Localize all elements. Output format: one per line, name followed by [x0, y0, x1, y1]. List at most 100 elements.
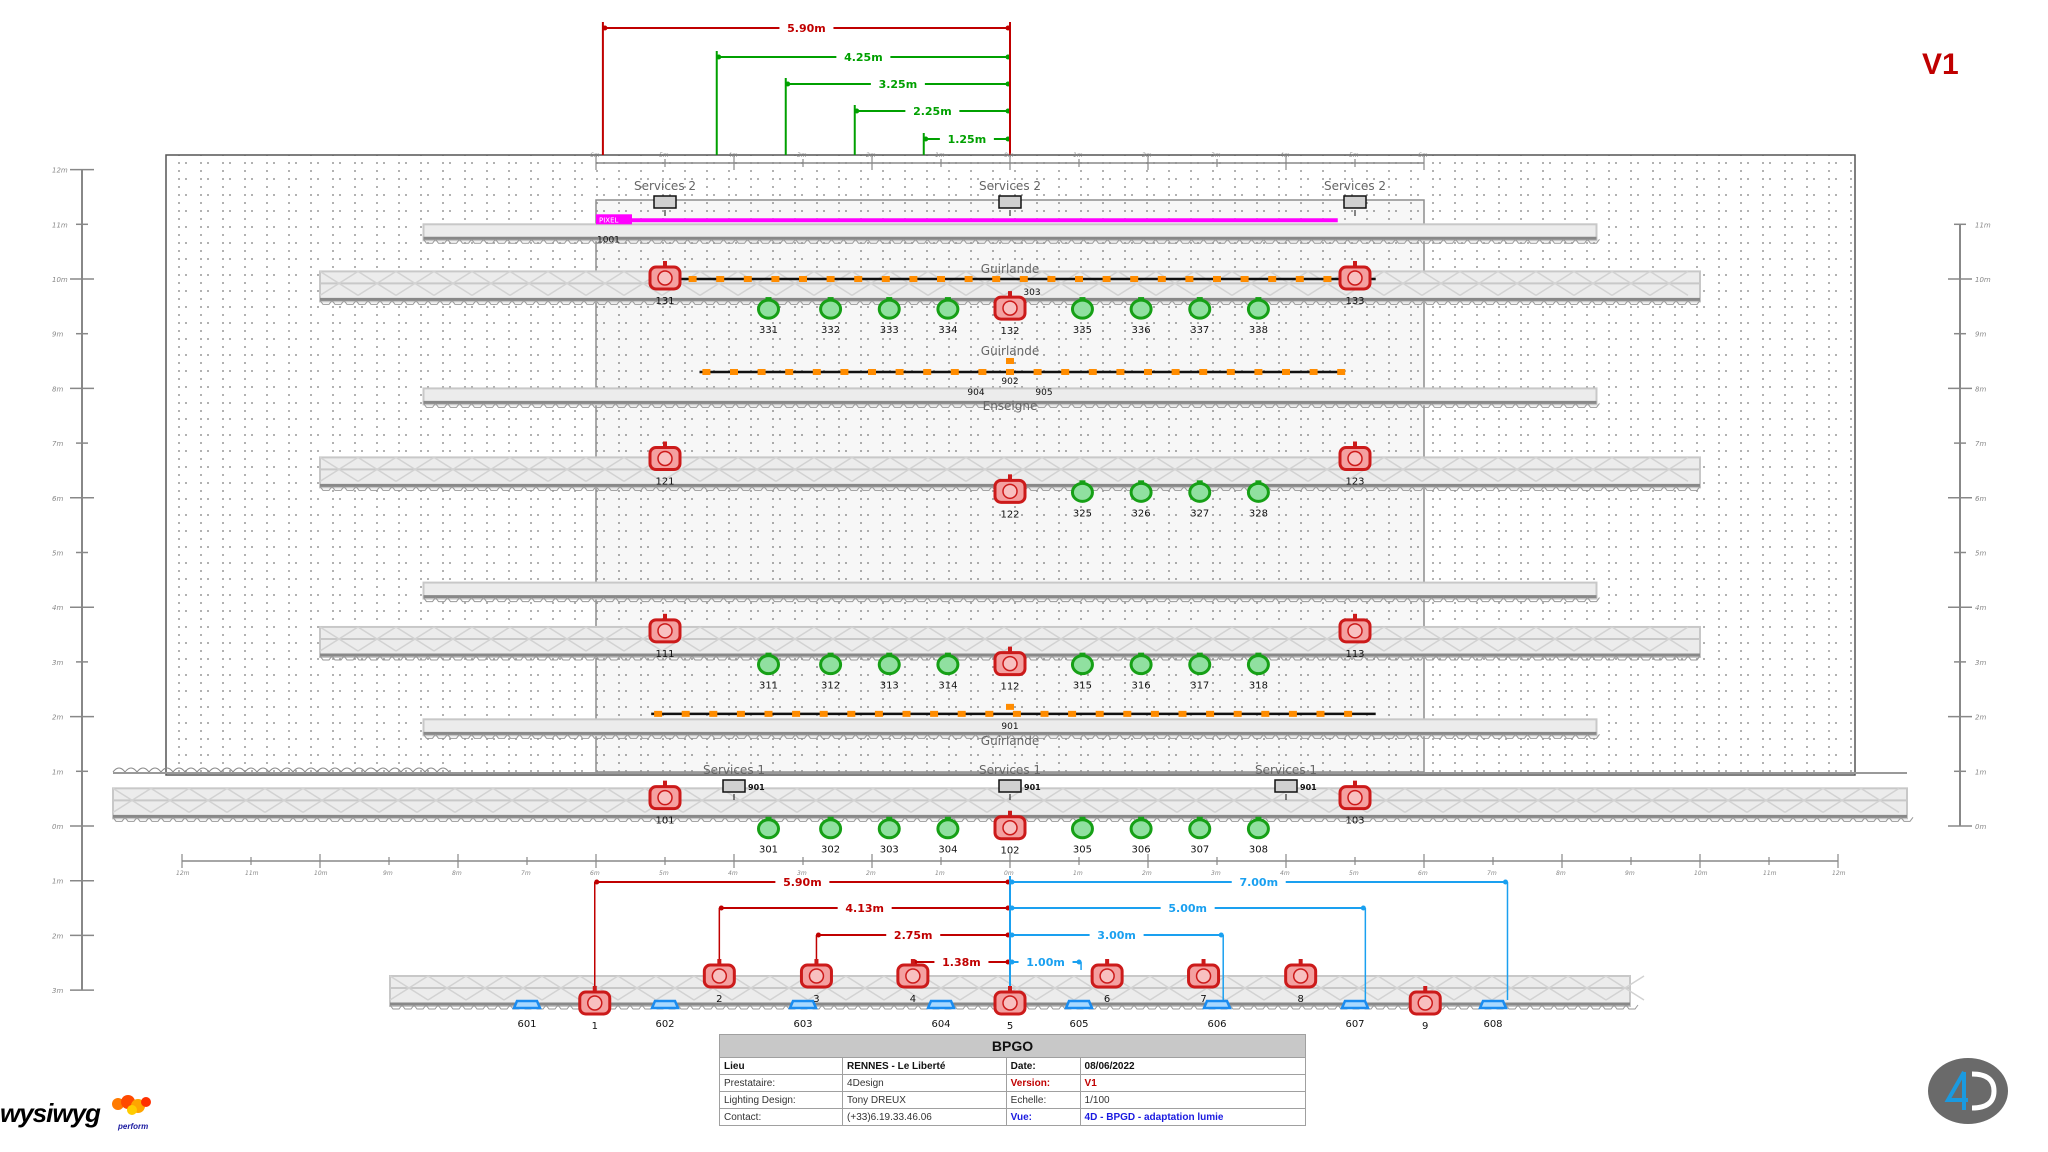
spot-fixture: [993, 810, 1027, 841]
fixture-id: 4: [910, 994, 916, 1005]
fixture-yoke: [663, 261, 667, 267]
fixture-lens: [1002, 300, 1018, 316]
dim-arrow: [815, 932, 821, 938]
fixture-id: 307: [1190, 845, 1209, 856]
pixel-bar-tag: PIXEL: [599, 216, 619, 224]
bottom-axis-label: 12m: [1832, 870, 1846, 877]
fixture-body: [1070, 481, 1094, 503]
fixture-body: [936, 654, 960, 676]
fixture-id: 311: [759, 681, 778, 692]
bottom-axis-label: 2m: [1142, 870, 1152, 877]
4d-logo-badge: [1928, 1058, 2008, 1124]
wash-fixture: [1070, 652, 1094, 676]
right-axis-label: 7m: [1975, 440, 1986, 448]
fixture-lens: [1002, 995, 1018, 1011]
blinder-fixture: [1478, 999, 1508, 1010]
value-echelle: 1/100: [1079, 1091, 1307, 1109]
label-prestataire: Prestataire:: [718, 1074, 844, 1092]
label-echelle: Echelle:: [1005, 1091, 1081, 1109]
garland-lamp: [874, 710, 883, 717]
fixture-id: 305: [1073, 845, 1092, 856]
fixture-id: 9: [1422, 1021, 1428, 1032]
blinder-fixture: [788, 999, 818, 1010]
fixture-yoke: [1353, 613, 1357, 620]
bottom-axis-label: 4m: [728, 870, 738, 877]
left-axis-label: 3m: [52, 659, 63, 667]
fixture-lens: [657, 623, 673, 639]
ground-drape: [112, 767, 450, 773]
truss-lacing: [319, 270, 1689, 297]
fixture-id: 123: [1345, 477, 1364, 488]
bottom-axis-label: 5m: [1349, 870, 1359, 877]
fixture-id: 605: [1069, 1019, 1088, 1030]
blinder-fixture: [1202, 999, 1232, 1010]
front-spot-fixture: [1090, 959, 1124, 989]
garland-lamp: [826, 276, 835, 282]
fixture-body: [757, 654, 780, 676]
left-axis-label: 8m: [52, 385, 63, 393]
garland-lamp: [688, 276, 697, 282]
fixture-lens: [657, 789, 673, 806]
truss-lacing: [319, 456, 1689, 483]
fixture-lens: [1347, 789, 1363, 806]
bottom-axis-label: 5m: [659, 870, 669, 877]
garland-lamp: [1316, 710, 1325, 717]
fixture-lens: [1195, 968, 1212, 984]
fixture-body: [512, 999, 542, 1010]
garland-lamp: [1178, 710, 1187, 717]
right-axis-label: 10m: [1975, 276, 1991, 284]
services-1-box: [1274, 779, 1298, 793]
garland-lamp: [1295, 276, 1304, 282]
4d-logo-icon: [1944, 1071, 1997, 1111]
left-axis-label: 3m: [52, 987, 63, 995]
left-axis-label: 1m: [52, 878, 63, 886]
fixture-id: 604: [931, 1019, 950, 1030]
truss-4m: [422, 581, 1600, 603]
fixture-lens: [808, 968, 825, 984]
top-dimension: [716, 54, 1011, 60]
fixture-body: [936, 818, 960, 840]
fixture-body: [1129, 654, 1153, 676]
right-axis-label: 3m: [1975, 659, 1986, 667]
left-axis-label: 12m: [52, 167, 68, 175]
garland-lamp: [1123, 710, 1132, 717]
spot-fixture: [1338, 780, 1372, 811]
garland-lamp: [957, 710, 966, 717]
value-lighting-design: Tony DREUX: [842, 1091, 1007, 1109]
garland-label: Guirlande: [981, 734, 1039, 748]
right-axis-label: 1m: [1975, 768, 1986, 776]
garland-lamp: [950, 368, 959, 375]
dim-arrow: [1360, 905, 1366, 911]
fixture-id: 314: [938, 681, 957, 692]
services-2-label: Services 2: [1324, 179, 1386, 193]
title-row: Contact: (+33)6.19.33.46.06 Vue: 4D - BP…: [718, 1108, 1307, 1126]
fixture-yoke: [1008, 291, 1012, 298]
wash-fixture: [819, 652, 843, 676]
blinder-fixture: [1340, 999, 1370, 1010]
garland-lamp: [937, 276, 945, 282]
fixture-yoke: [1008, 810, 1012, 817]
blinder-fixture: [512, 999, 542, 1010]
fixture-id: 103: [1345, 816, 1364, 827]
fixture-body: [1070, 654, 1094, 676]
wash-fixture: [1246, 816, 1270, 840]
truss-11m: [422, 223, 1600, 244]
fixture-yoke: [1298, 959, 1303, 965]
bottom-axis-label: 8m: [452, 870, 462, 877]
fixture-id: 338: [1249, 325, 1268, 336]
wash-fixture: [936, 652, 960, 676]
front-spot-fixture: [1187, 959, 1221, 989]
fixture-lens: [1292, 968, 1309, 984]
bottom-axis-label: 11m: [1763, 870, 1777, 877]
wash-fixture: [936, 297, 960, 320]
fixture-yoke: [1105, 959, 1110, 965]
services-1-id: 901: [748, 783, 765, 792]
left-axis-label: 4m: [52, 604, 63, 612]
garland-lamp: [847, 710, 856, 717]
fixture-lens: [587, 995, 603, 1011]
top-dimension-label: 1.25m: [948, 133, 987, 146]
services-2-label: Services 2: [979, 179, 1041, 193]
spot-fixture: [1338, 613, 1372, 644]
fixture-body: [1188, 481, 1212, 503]
fixture-lens: [1417, 995, 1433, 1011]
